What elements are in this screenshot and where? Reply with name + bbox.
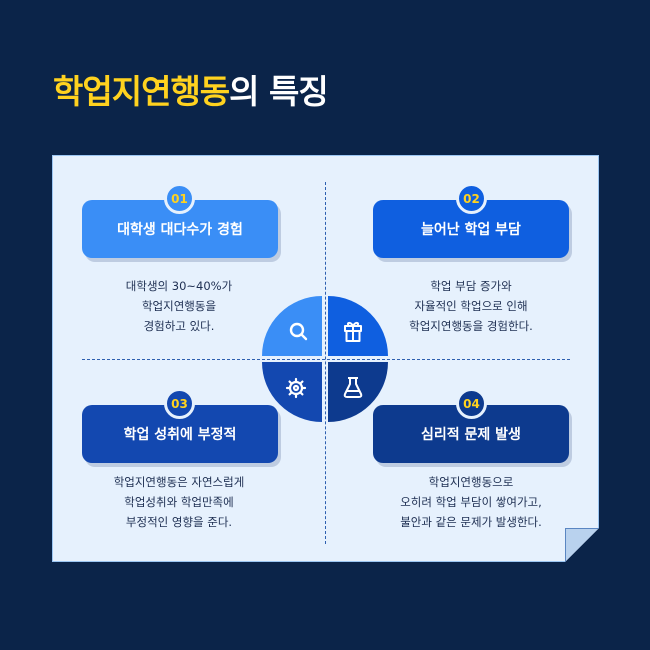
item-2-number-badge: 02 (456, 183, 487, 214)
flask-icon (343, 377, 363, 398)
item-2-line-1: 학업 부담 증가와 (430, 279, 512, 293)
item-1-line-3: 경험하고 있다. (143, 319, 215, 333)
item-1-description: 대학생의 30~40%가 학업지연행동을 경험하고 있다. (64, 276, 294, 336)
item-4-description: 학업지연행동으로 오히려 학업 부담이 쌓여가고, 불안과 같은 문제가 발생한… (356, 472, 586, 532)
item-1-line-1: 대학생의 30~40%가 (125, 279, 233, 293)
item-3-description: 학업지연행동은 자연스럽게 학업성취와 학업만족에 부정적인 영향을 준다. (64, 472, 294, 532)
search-icon (289, 322, 308, 341)
vertical-divider (325, 182, 326, 544)
page-fold-edge (565, 528, 599, 562)
item-2-line-2: 자율적인 학업으로 인해 (414, 299, 528, 313)
page-title: 학업지연행동의 특징 (53, 72, 329, 112)
item-1-number-badge: 01 (164, 183, 195, 214)
center-quadrant-circle (262, 296, 388, 422)
title-highlight: 학업지연행동 (53, 72, 230, 111)
item-4-number-badge: 04 (456, 388, 487, 419)
gift-icon (344, 322, 362, 342)
item-1-line-2: 학업지연행동을 (141, 299, 217, 313)
item-3-line-1: 학업지연행동은 자연스럽게 (113, 475, 245, 489)
item-2-description: 학업 부담 증가와 자율적인 학업으로 인해 학업지연행동을 경험한다. (356, 276, 586, 336)
item-4-line-1: 학업지연행동으로 (428, 475, 514, 489)
item-3-label: 학업 성취에 부정적 (82, 405, 278, 463)
item-2-line-3: 학업지연행동을 경험한다. (409, 319, 533, 333)
item-3-line-3: 부정적인 영향을 준다. (125, 515, 233, 529)
item-3-number-badge: 03 (164, 388, 195, 419)
item-4-line-2: 오히려 학업 부담이 쌓여가고, (400, 495, 542, 509)
item-3-line-2: 학업성취와 학업만족에 (124, 495, 234, 509)
item-4-line-3: 불안과 같은 문제가 발생한다. (400, 515, 542, 529)
title-rest: 의 특징 (229, 72, 329, 111)
horizontal-divider (82, 359, 570, 360)
gear-wrench-icon (285, 377, 307, 399)
